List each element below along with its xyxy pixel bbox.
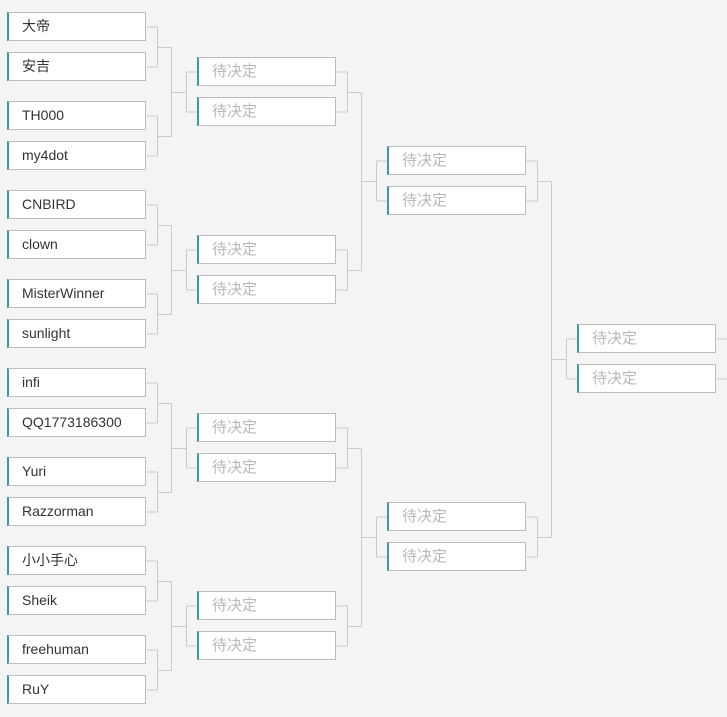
- player-slot[interactable]: Yuri: [7, 457, 146, 486]
- pending-slot[interactable]: 待决定: [197, 413, 336, 442]
- pending-slot[interactable]: 待决定: [387, 502, 526, 531]
- pending-slot[interactable]: 待决定: [387, 146, 526, 175]
- player-slot[interactable]: RuY: [7, 675, 146, 704]
- player-slot[interactable]: infi: [7, 368, 146, 397]
- pending-slot[interactable]: 待决定: [197, 97, 336, 126]
- pending-slot[interactable]: 待决定: [197, 591, 336, 620]
- pending-slot[interactable]: 待决定: [197, 235, 336, 264]
- player-slot[interactable]: CNBIRD: [7, 190, 146, 219]
- player-slot[interactable]: QQ1773186300: [7, 408, 146, 437]
- pending-slot[interactable]: 待决定: [577, 324, 716, 353]
- player-slot[interactable]: Sheik: [7, 586, 146, 615]
- pending-slot[interactable]: 待决定: [387, 542, 526, 571]
- pending-slot[interactable]: 待决定: [197, 631, 336, 660]
- player-slot[interactable]: freehuman: [7, 635, 146, 664]
- player-slot[interactable]: 大帝: [7, 12, 146, 41]
- player-slot[interactable]: TH000: [7, 101, 146, 130]
- player-slot[interactable]: 安吉: [7, 52, 146, 81]
- player-slot[interactable]: my4dot: [7, 141, 146, 170]
- player-slot[interactable]: MisterWinner: [7, 279, 146, 308]
- pending-slot[interactable]: 待决定: [197, 453, 336, 482]
- player-slot[interactable]: sunlight: [7, 319, 146, 348]
- pending-slot[interactable]: 待决定: [197, 275, 336, 304]
- pending-slot[interactable]: 待决定: [197, 57, 336, 86]
- pending-slot[interactable]: 待决定: [387, 186, 526, 215]
- pending-slot[interactable]: 待决定: [577, 364, 716, 393]
- player-slot[interactable]: 小小手心: [7, 546, 146, 575]
- player-slot[interactable]: clown: [7, 230, 146, 259]
- player-slot[interactable]: Razzorman: [7, 497, 146, 526]
